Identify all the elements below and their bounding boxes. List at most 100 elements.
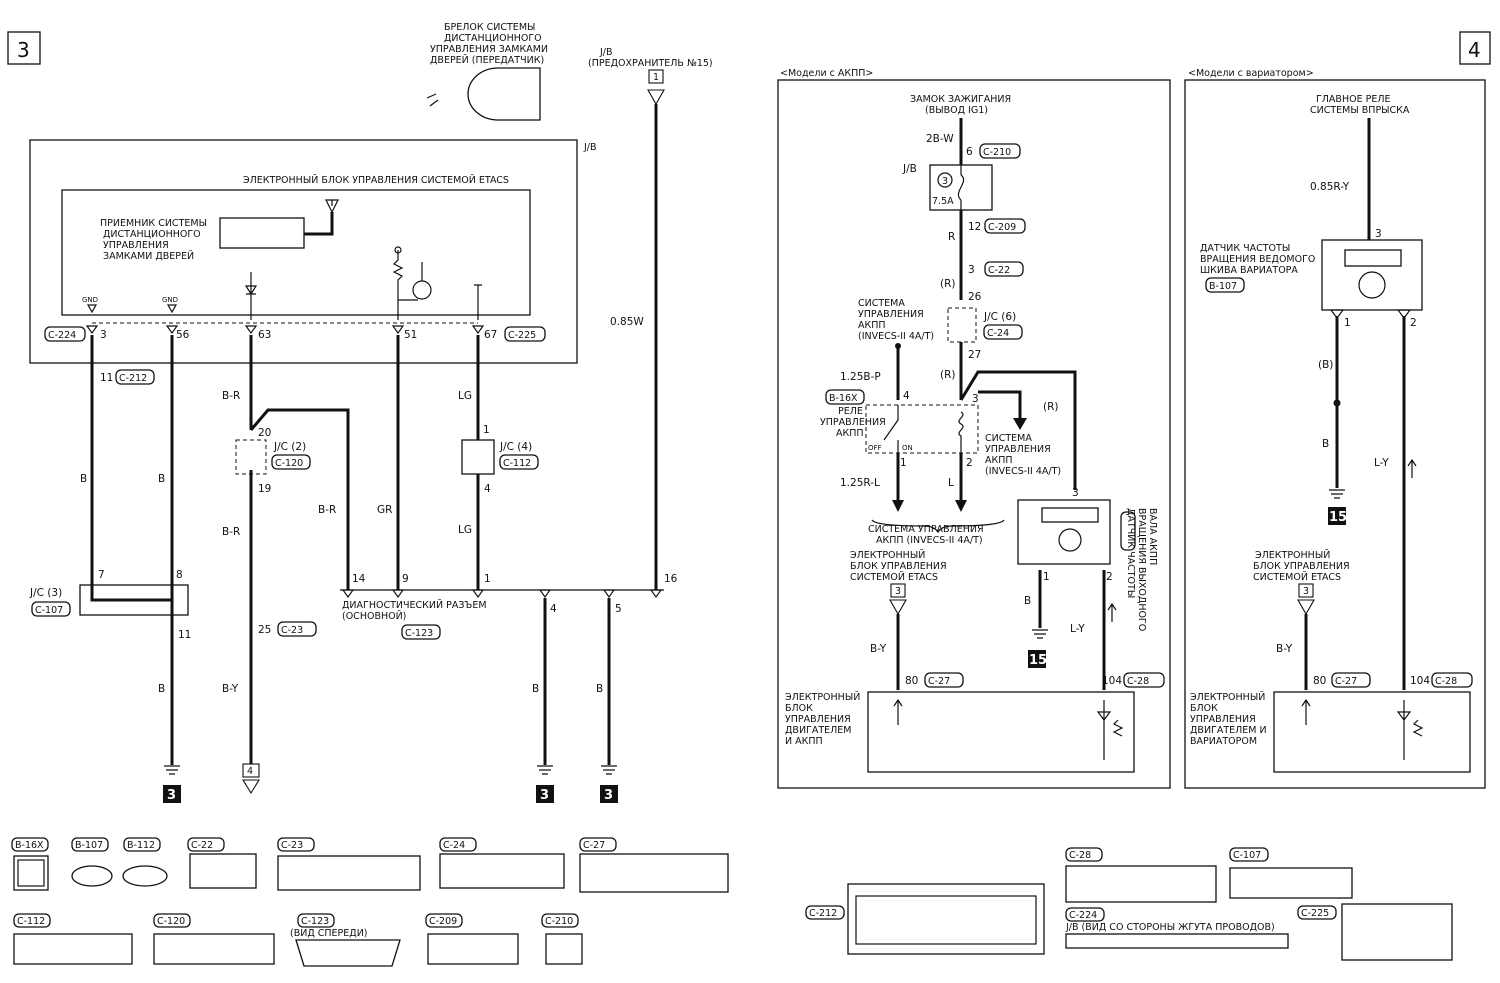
wire-label-125rl: 1.25R-L bbox=[840, 477, 880, 489]
pin-67: 67 bbox=[484, 329, 497, 341]
c27-label-cvt: C-27 bbox=[1335, 676, 1357, 687]
pin-27: 27 bbox=[968, 349, 981, 361]
relay-box bbox=[865, 404, 979, 454]
c120-tag bbox=[271, 454, 311, 470]
svg-text:ЗАМОК ЗАЖИГАНИЯ: ЗАМОК ЗАЖИГАНИЯ bbox=[910, 94, 1011, 105]
relay-switch-icon bbox=[883, 405, 899, 453]
svg-text:СИСТЕМА: СИСТЕМА bbox=[985, 433, 1032, 444]
svg-text:ДАТЧИК ЧАСТОТЫ: ДАТЧИК ЧАСТОТЫ bbox=[1125, 508, 1136, 598]
wire-label-l: L bbox=[948, 477, 954, 489]
cvt-sensor-box bbox=[1321, 239, 1423, 311]
svg-text:И АКПП: И АКПП bbox=[785, 736, 823, 747]
etacs-tag-cvt bbox=[1298, 583, 1314, 598]
jc6-box bbox=[947, 307, 977, 343]
connector-c-210: C-210 bbox=[541, 913, 583, 965]
connector-c-120: C-120 bbox=[153, 913, 275, 965]
connector-c-23: C-23 bbox=[277, 837, 421, 891]
at-sensor-transistor-icon bbox=[1058, 528, 1082, 552]
ground-num-1: 3 bbox=[167, 788, 176, 803]
ecu-cvt-label: ЭЛЕКТРОННЫЙ БЛОК УПРАВЛЕНИЯ ДВИГАТЕЛЕМ И… bbox=[1190, 691, 1267, 747]
ecu-at-box bbox=[867, 691, 1135, 773]
ecu-cvt-box bbox=[1273, 691, 1471, 773]
svg-text:C-23: C-23 bbox=[281, 840, 303, 851]
etacs-label-cvt: ЭЛЕКТРОННЫЙ БЛОК УПРАВЛЕНИЯ СИСТЕМОЙ ETA… bbox=[1253, 549, 1350, 583]
wire-label-ly-cvt: L-Y bbox=[1374, 457, 1389, 469]
page-number-left: 3 bbox=[17, 38, 30, 62]
wire-label-b-paren: (B) bbox=[1318, 359, 1333, 371]
c24-label: C-24 bbox=[987, 328, 1009, 339]
pin-4-relay: 4 bbox=[903, 390, 910, 402]
svg-text:ПРИЕМНИК СИСТЕМЫ: ПРИЕМНИК СИСТЕМЫ bbox=[100, 218, 207, 229]
svg-text:ВАРИАТОРОМ: ВАРИАТОРОМ bbox=[1190, 736, 1257, 747]
pin-1-cvt: 1 bbox=[1344, 317, 1351, 329]
svg-text:БЛОК УПРАВЛЕНИЯ: БЛОК УПРАВЛЕНИЯ bbox=[1253, 561, 1350, 572]
svg-text:ЭЛЕКТРОННЫЙ: ЭЛЕКТРОННЫЙ bbox=[850, 549, 925, 561]
pin-26: 26 bbox=[968, 291, 982, 303]
pin-20: 20 bbox=[258, 427, 271, 439]
svg-text:C-210: C-210 bbox=[545, 916, 573, 927]
c210-label: C-210 bbox=[983, 147, 1011, 158]
wire-label-r-paren-2: (R) bbox=[940, 369, 956, 381]
connector-b-112: B-112 bbox=[122, 837, 168, 887]
wire-label-r-paren-1: (R) bbox=[940, 278, 956, 290]
connector-c-209: C-209 bbox=[425, 913, 519, 965]
c224-tag bbox=[44, 326, 86, 342]
wire-label-br3: B-R bbox=[318, 504, 336, 516]
svg-text:C-22: C-22 bbox=[191, 840, 213, 851]
page-number-box-right bbox=[1459, 31, 1491, 65]
b16x-tag bbox=[825, 389, 865, 405]
wire-label-ly-at: L-Y bbox=[1070, 623, 1085, 635]
pin-3-relay: 3 bbox=[972, 393, 979, 405]
pin-9: 9 bbox=[402, 573, 409, 585]
ground-tag-1 bbox=[163, 785, 181, 803]
svg-text:АКПП: АКПП bbox=[858, 320, 886, 331]
connector-c-224: C-224 J/B (ВИД СО СТОРОНЫ ЖГУТА ПРОВОДОВ… bbox=[1065, 907, 1289, 949]
relay-on-label: ON bbox=[902, 444, 913, 452]
svg-text:СИСТЕМА: СИСТЕМА bbox=[858, 298, 905, 309]
svg-text:ГЛАВНОЕ РЕЛЕ: ГЛАВНОЕ РЕЛЕ bbox=[1316, 94, 1390, 105]
pin-104-cvt: 104 bbox=[1410, 675, 1430, 687]
connector-c-24: C-24 bbox=[439, 837, 565, 889]
svg-text:C-224: C-224 bbox=[1069, 910, 1097, 921]
svg-text:ВРАЩЕНИЯ ВЕДОМОГО: ВРАЩЕНИЯ ВЕДОМОГО bbox=[1200, 254, 1315, 265]
pin-2-relay: 2 bbox=[966, 457, 973, 469]
svg-text:РЕЛЕ: РЕЛЕ bbox=[838, 406, 863, 417]
wire-label-b2: B bbox=[158, 473, 165, 485]
ly-arrow-cvt bbox=[1407, 458, 1417, 478]
signal-waves-icon bbox=[426, 93, 439, 107]
svg-text:C-120: C-120 bbox=[157, 916, 185, 927]
jc4-label: J/C (4) bbox=[499, 441, 532, 453]
pin-2-cvt: 2 bbox=[1410, 317, 1417, 329]
wires-cvt-sensor bbox=[1335, 316, 1406, 690]
pin-19: 19 bbox=[258, 483, 271, 495]
c210-tag bbox=[979, 143, 1021, 159]
svg-text:(ОСНОВНОЙ): (ОСНОВНОЙ) bbox=[342, 610, 406, 622]
wire-label-2bw: 2B-W bbox=[926, 133, 954, 145]
svg-text:C-107: C-107 bbox=[1233, 850, 1261, 861]
pin-3: 3 bbox=[100, 329, 107, 341]
pin-80-at: 80 bbox=[905, 675, 918, 687]
c212-tag bbox=[115, 369, 155, 385]
svg-text:C-123: C-123 bbox=[301, 916, 329, 927]
connector-c-28: C-28 bbox=[1065, 847, 1217, 903]
svg-text:ЭЛЕКТРОННЫЙ: ЭЛЕКТРОННЫЙ bbox=[785, 691, 860, 703]
connector-c-123: C-123 (ВИД СПЕРЕДИ) bbox=[290, 913, 401, 967]
ecu-at-label: ЭЛЕКТРОННЫЙ БЛОК УПРАВЛЕНИЯ ДВИГАТЕЛЕМ И… bbox=[785, 691, 860, 747]
ground-tag-2 bbox=[536, 785, 554, 803]
wire-r-to-system bbox=[978, 390, 1022, 420]
svg-text:СИСТЕМОЙ ETACS: СИСТЕМОЙ ETACS bbox=[1253, 571, 1341, 583]
pin-56: 56 bbox=[176, 329, 190, 341]
ground-tag-15-at bbox=[1028, 650, 1046, 668]
pin-14: 14 bbox=[352, 573, 366, 585]
pin-80-cvt: 80 bbox=[1313, 675, 1326, 687]
connector-c-22: C-22 bbox=[187, 837, 257, 889]
wire-label-by: B-Y bbox=[222, 683, 239, 695]
jc4-box bbox=[461, 439, 495, 475]
svg-text:АКПП: АКПП bbox=[836, 428, 864, 439]
pin-6: 6 bbox=[966, 146, 973, 158]
etacs-arrow-cvt bbox=[1297, 599, 1315, 616]
ly-arrow-at bbox=[1107, 602, 1117, 622]
svg-text:(INVECS-II 4A/T): (INVECS-II 4A/T) bbox=[985, 466, 1061, 477]
pin-5-diag: 5 bbox=[615, 603, 622, 615]
transistor-icon bbox=[412, 280, 432, 300]
